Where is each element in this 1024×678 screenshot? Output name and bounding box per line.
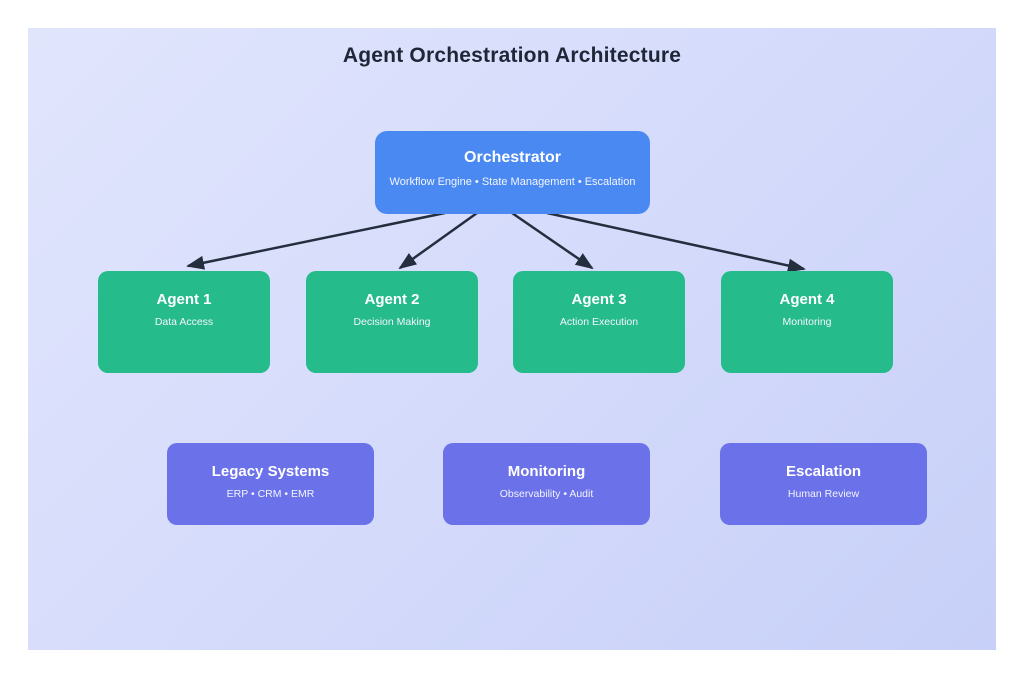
escalation-subtitle: Human Review [787, 488, 860, 500]
monitoring-title: Monitoring [507, 463, 586, 480]
agent-2-title: Agent 2 [364, 291, 420, 308]
agent-2-node: Agent 2 Decision Making [306, 271, 478, 373]
agent-1-subtitle: Data Access [154, 316, 214, 328]
agent-2-subtitle: Decision Making [353, 316, 431, 328]
agent-3-subtitle: Action Execution [559, 316, 639, 328]
diagram-title: Agent Orchestration Architecture [342, 44, 682, 67]
legacy-systems-title: Legacy Systems [211, 463, 330, 480]
agent-1-node: Agent 1 Data Access [98, 271, 270, 373]
agent-1-title: Agent 1 [156, 291, 212, 308]
agent-3-node: Agent 3 Action Execution [513, 271, 685, 373]
monitoring-subtitle: Observability • Audit [499, 488, 594, 500]
escalation-title: Escalation [785, 463, 862, 480]
arrow-orchestrator-to-agent-4 [546, 211, 806, 273]
orchestrator-subtitle: Workflow Engine • State Management • Esc… [389, 176, 636, 188]
diagram-canvas: Agent Orchestration Architecture Orchest… [28, 28, 996, 650]
agent-4-subtitle: Monitoring [782, 316, 832, 328]
arrow-orchestrator-to-agent-2 [398, 211, 478, 270]
agent-4-node: Agent 4 Monitoring [721, 271, 893, 373]
arrow-orchestrator-to-agent-3 [511, 211, 594, 270]
legacy-systems-node: Legacy Systems ERP • CRM • EMR [167, 443, 374, 525]
agent-4-title: Agent 4 [779, 291, 835, 308]
orchestrator-node: Orchestrator Workflow Engine • State Man… [375, 131, 650, 214]
monitoring-node: Monitoring Observability • Audit [443, 443, 650, 525]
legacy-systems-subtitle: ERP • CRM • EMR [226, 488, 315, 500]
arrow-orchestrator-to-agent-1 [186, 211, 446, 270]
agent-3-title: Agent 3 [571, 291, 627, 308]
escalation-node: Escalation Human Review [720, 443, 927, 525]
orchestrator-title: Orchestrator [464, 149, 561, 166]
